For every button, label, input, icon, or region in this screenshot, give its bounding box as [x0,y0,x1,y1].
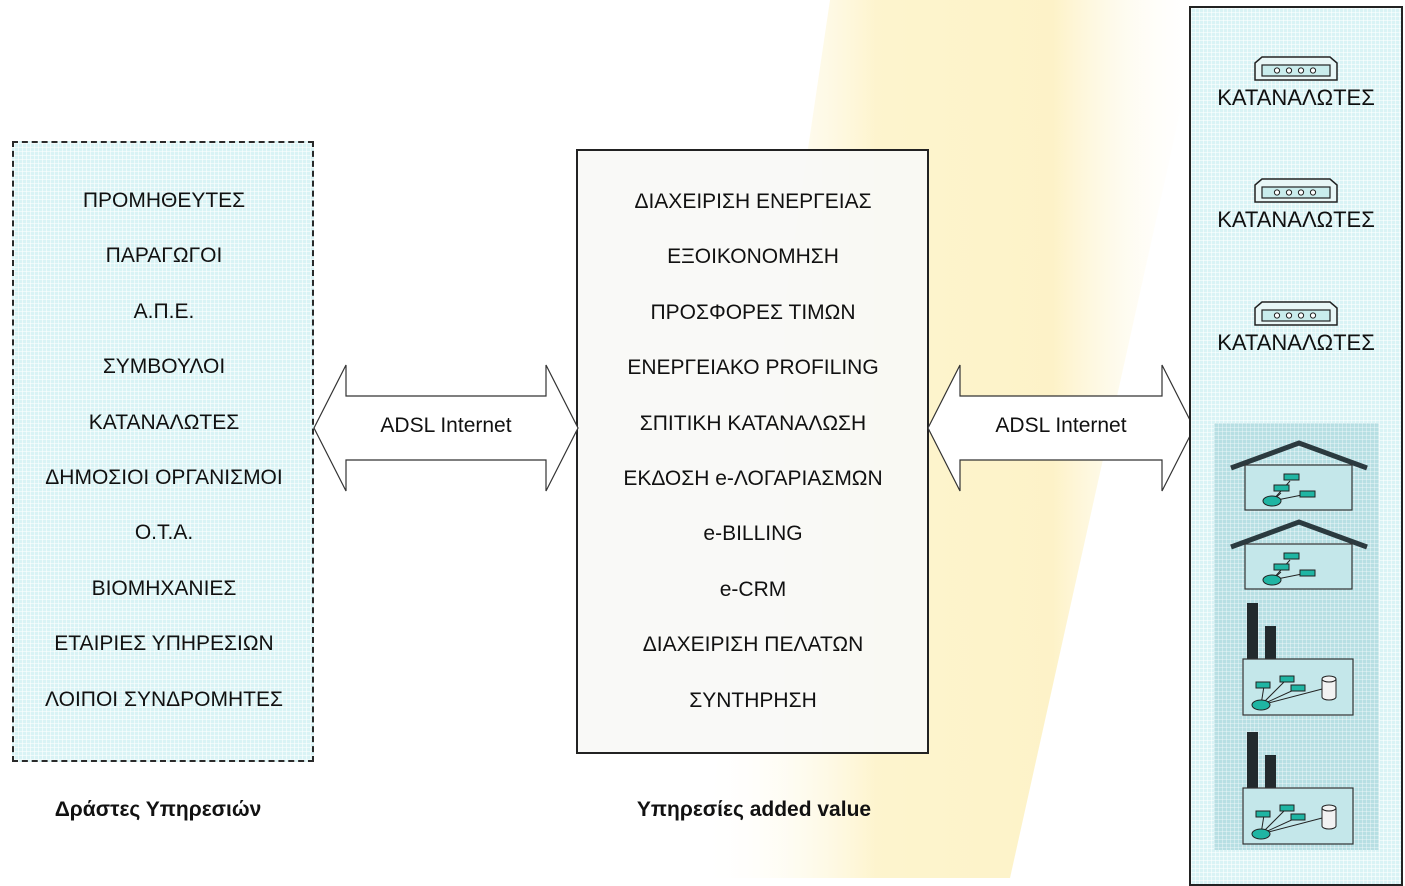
service-item: ΠΡΟΣΦΟΡΕΣ ΤΙΜΩΝ [650,300,856,324]
actor-item: ΠΑΡΑΓΩΓΟΙ [105,244,223,268]
actors-caption: Δράστες Υπηρεσιών [54,798,262,821]
factory-network-icon [1242,732,1354,845]
actor-item: ΣΥΜΒΟΥΛΟΙ [102,355,226,379]
left-double-arrow [313,364,579,492]
left-link-label: ADSL Internet [380,414,512,437]
actor-item: ΔΗΜΟΣΙΟΙ ΟΡΓΑΝΙΣΜΟΙ [45,466,283,489]
actor-item: ΚΑΤΑΝΑΛΩΤΕΣ [88,410,240,434]
actor-item: Α.Π.Ε. [133,299,195,323]
consumer-label-3: ΚΑΤΑΝΑΛΩΤΕΣ [1217,330,1375,355]
house-network-icon [1230,440,1368,511]
actors-box [12,141,314,762]
service-item: e-BILLING [703,522,803,546]
service-item: ΕΝΕΡΓΕΙΑΚΟ PROFILING [627,356,879,380]
consumer-label-2: ΚΑΤΑΝΑΛΩΤΕΣ [1217,207,1375,232]
service-item: ΣΠΙΤΙΚΗ ΚΑΤΑΝΑΛΩΣΗ [639,411,867,435]
actor-item: ΕΤΑΙΡΙΕΣ ΥΠΗΡΕΣΙΩΝ [54,632,274,656]
service-item: ΕΚΔΟΣΗ e-ΛΟΓΑΡΙΑΣΜΩΝ [623,467,883,490]
service-item: ΣΥΝΤΗΡΗΣΗ [689,688,817,712]
services-caption: Υπηρεσίες added value [636,798,872,821]
modem-icon [1254,178,1338,203]
service-item: ΕΞΟΙΚΟΝΟΜΗΣΗ [667,245,839,269]
service-item: e-CRM [719,577,787,601]
actor-item: ΒΙΟΜΗΧΑΝΙΕΣ [91,576,237,600]
actor-item: ΠΡΟΜΗΘΕΥΤΕΣ [82,189,246,212]
service-item: ΔΙΑΧΕΙΡΙΣΗ ΕΝΕΡΓΕΙΑΣ [634,190,872,213]
right-link-label: ADSL Internet [995,414,1127,437]
house-network-icon [1230,519,1368,590]
service-item: ΔΙΑΧΕΙΡΙΣΗ ΠΕΛΑΤΩΝ [642,633,864,657]
actor-item: Ο.Τ.Α. [134,521,194,545]
modem-icon [1254,301,1338,326]
factory-network-icon [1242,603,1354,716]
consumer-label-1: ΚΑΤΑΝΑΛΩΤΕΣ [1217,85,1375,110]
modem-icon [1254,56,1338,81]
actor-item: ΛΟΙΠΟΙ ΣΥΝΔΡΟΜΗΤΕΣ [45,687,283,711]
services-box [576,149,929,754]
